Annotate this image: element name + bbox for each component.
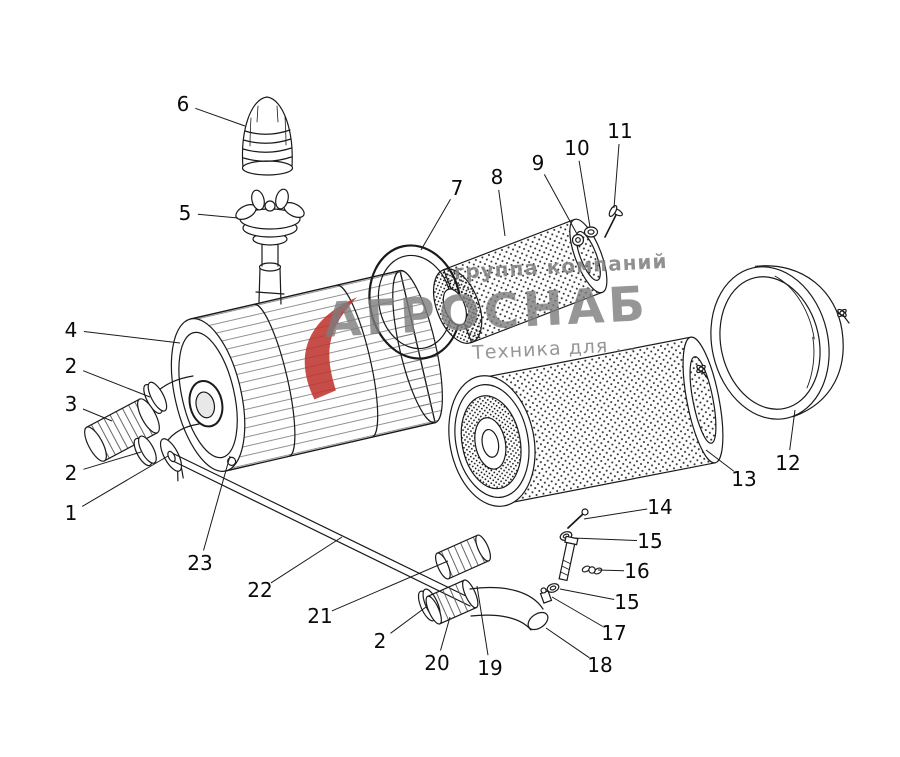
part-small-fasteners [571,205,623,247]
part-wing-bolt-right [837,308,850,324]
part-elbow-hose [469,586,549,631]
part-end-cover [710,265,844,420]
part-housing [170,269,443,472]
part-rubber-cap [241,96,294,176]
part-coupling-upper [435,534,491,580]
part-filler-neck [255,262,285,305]
part-wing-bolt-left [696,364,709,380]
part-valve [235,188,305,267]
part-drain-tube [167,450,471,607]
part-filter-element-large [448,336,724,507]
part-bolt-kit [539,508,603,604]
part-filter-element-small [432,218,608,344]
